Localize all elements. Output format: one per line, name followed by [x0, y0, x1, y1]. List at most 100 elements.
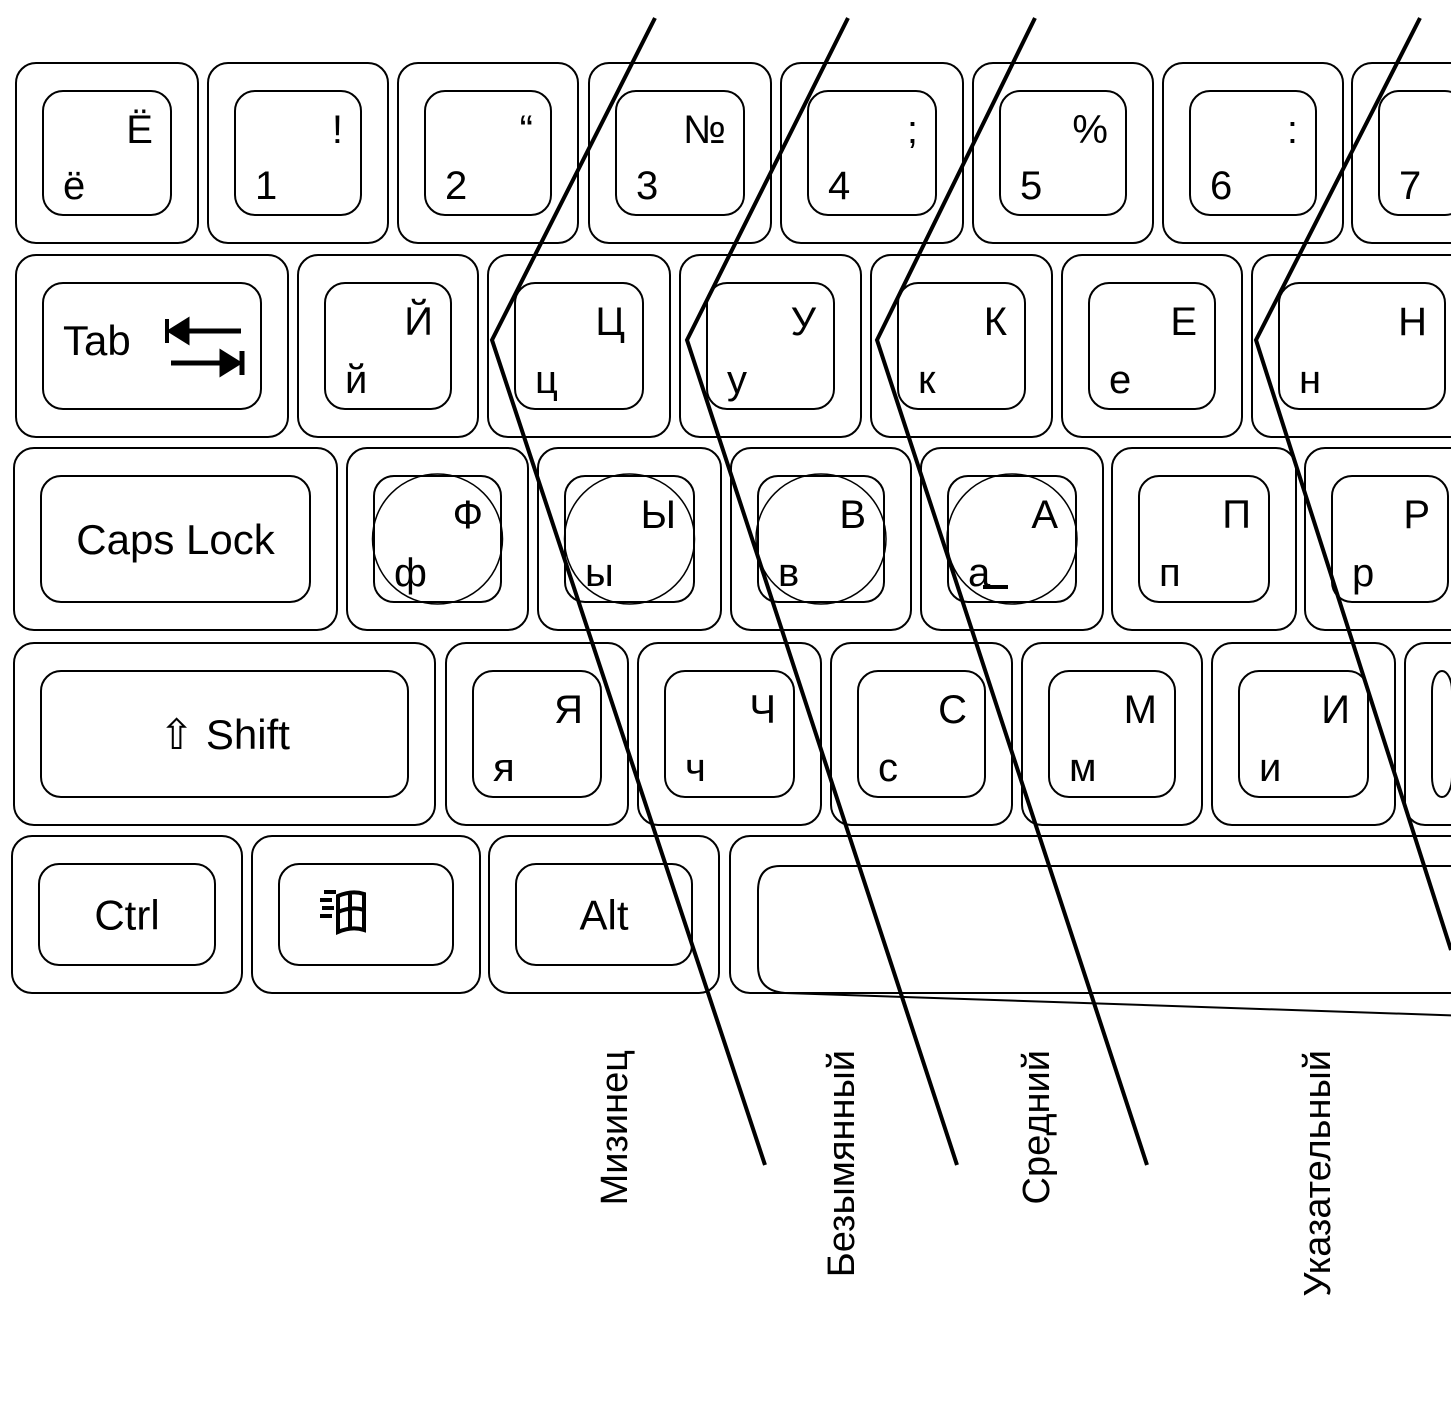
key-frame [1021, 642, 1203, 826]
key-label: Caps Lock [76, 516, 275, 563]
key-frame [730, 447, 912, 631]
key-а[interactable]: аА [920, 447, 1104, 631]
key-frame [1061, 254, 1243, 438]
key-cap [1088, 282, 1216, 410]
key-и[interactable]: иИ [1211, 642, 1396, 826]
key-lower: м [1069, 746, 1097, 790]
key-cap [706, 282, 835, 410]
key-cap [1431, 670, 1451, 798]
key-upper: Й [404, 298, 433, 344]
key-ё[interactable]: ёЁ [15, 62, 199, 244]
key-у[interactable]: уУ [679, 254, 862, 438]
key-ы[interactable]: ыЫ [537, 447, 722, 631]
key-lower: п [1159, 551, 1181, 595]
finger-label: Средний [1016, 1050, 1058, 1205]
key-tab[interactable]: Tab [15, 254, 289, 438]
key-frame [920, 447, 1104, 631]
key-upper: Р [1403, 493, 1430, 537]
key-frame [729, 835, 1451, 994]
key-м[interactable]: мМ [1021, 642, 1203, 826]
key-н[interactable]: нН [1251, 254, 1451, 438]
key-cap [1278, 282, 1446, 410]
space-key[interactable] [729, 835, 1451, 1017]
key-4[interactable]: 4; [780, 62, 964, 244]
key-я[interactable]: яЯ [445, 642, 629, 826]
key-label: ⇧ Shift [159, 711, 290, 758]
home-key-dish [371, 473, 504, 605]
key-windows-logo-icon[interactable] [251, 835, 481, 994]
key-frame [972, 62, 1154, 244]
finger-zone-line-2 [684, 17, 959, 1166]
key-2[interactable]: 2“ [397, 62, 579, 244]
key-upper: Н [1398, 300, 1427, 344]
key-cap [947, 475, 1077, 603]
key-1[interactable]: 1! [207, 62, 389, 244]
key-cap [42, 282, 262, 410]
key-frame [297, 254, 479, 438]
key-п[interactable]: пП [1111, 447, 1297, 631]
key-lower: я [493, 746, 515, 790]
key-к[interactable]: кК [870, 254, 1053, 438]
key-6[interactable]: 6: [1162, 62, 1344, 244]
key-frame [13, 642, 436, 826]
key-upper: № [683, 108, 726, 152]
key-upper: Ч [749, 688, 776, 732]
key-upper: В [839, 493, 866, 537]
key-frame [445, 642, 629, 826]
key-label: Tab [63, 317, 131, 364]
key-cap [324, 282, 452, 410]
key-frame [1111, 447, 1297, 631]
key-ctrl[interactable]: Ctrl [11, 835, 243, 994]
key-ф[interactable]: фФ [346, 447, 529, 631]
key-lower: 2 [445, 164, 467, 208]
key-upper: ! [332, 108, 343, 152]
key--shift[interactable]: ⇧ Shift [13, 642, 436, 826]
windows-logo-icon [320, 890, 366, 936]
key-lower: 6 [1210, 164, 1232, 208]
key-alt[interactable]: Alt [488, 835, 720, 994]
key-cap [999, 90, 1127, 216]
key-3[interactable]: 3№ [588, 62, 772, 244]
key-е[interactable]: еЕ [1061, 254, 1243, 438]
key-р[interactable]: рР [1304, 447, 1451, 631]
key-label: Alt [579, 892, 628, 939]
key-cap [515, 863, 693, 966]
key-cap [373, 475, 502, 603]
key-upper: И [1321, 688, 1350, 732]
key-frame [679, 254, 862, 438]
key-ц[interactable]: цЦ [487, 254, 671, 438]
key-upper: Ф [453, 493, 483, 537]
key-frame [637, 642, 822, 826]
key-lower: ё [63, 164, 85, 208]
tab-arrows-icon [165, 316, 245, 378]
key-frame [1304, 447, 1451, 631]
finger-label: Мизинец [594, 1050, 636, 1205]
finger-zone-line-3 [874, 17, 1149, 1166]
key-caps-lock[interactable]: Caps Lock [13, 447, 338, 631]
key-7[interactable]: 7 [1351, 62, 1451, 244]
key-upper: М [1124, 688, 1157, 732]
key-cap [897, 282, 1026, 410]
key-й[interactable]: йЙ [297, 254, 479, 438]
key-ч[interactable]: чЧ [637, 642, 822, 826]
key-с[interactable]: сС [830, 642, 1013, 826]
key-frame [1162, 62, 1344, 244]
finger-zone-line-1 [489, 17, 767, 1166]
key-lower: 4 [828, 164, 850, 208]
key-lower: ц [535, 358, 558, 402]
key-cap [42, 90, 172, 216]
key-blank[interactable] [1404, 642, 1451, 826]
key-cap [514, 282, 644, 410]
key-frame [830, 642, 1013, 826]
key-frame [346, 447, 529, 631]
home-key-dish [755, 473, 887, 605]
key-в[interactable]: вВ [730, 447, 912, 631]
key-frame [397, 62, 579, 244]
key-cap [38, 863, 216, 966]
key-5[interactable]: 5% [972, 62, 1154, 244]
key-frame [1211, 642, 1396, 826]
finger-zone-lines [489, 17, 1451, 1166]
finger-zone-line-4 [1253, 17, 1451, 951]
